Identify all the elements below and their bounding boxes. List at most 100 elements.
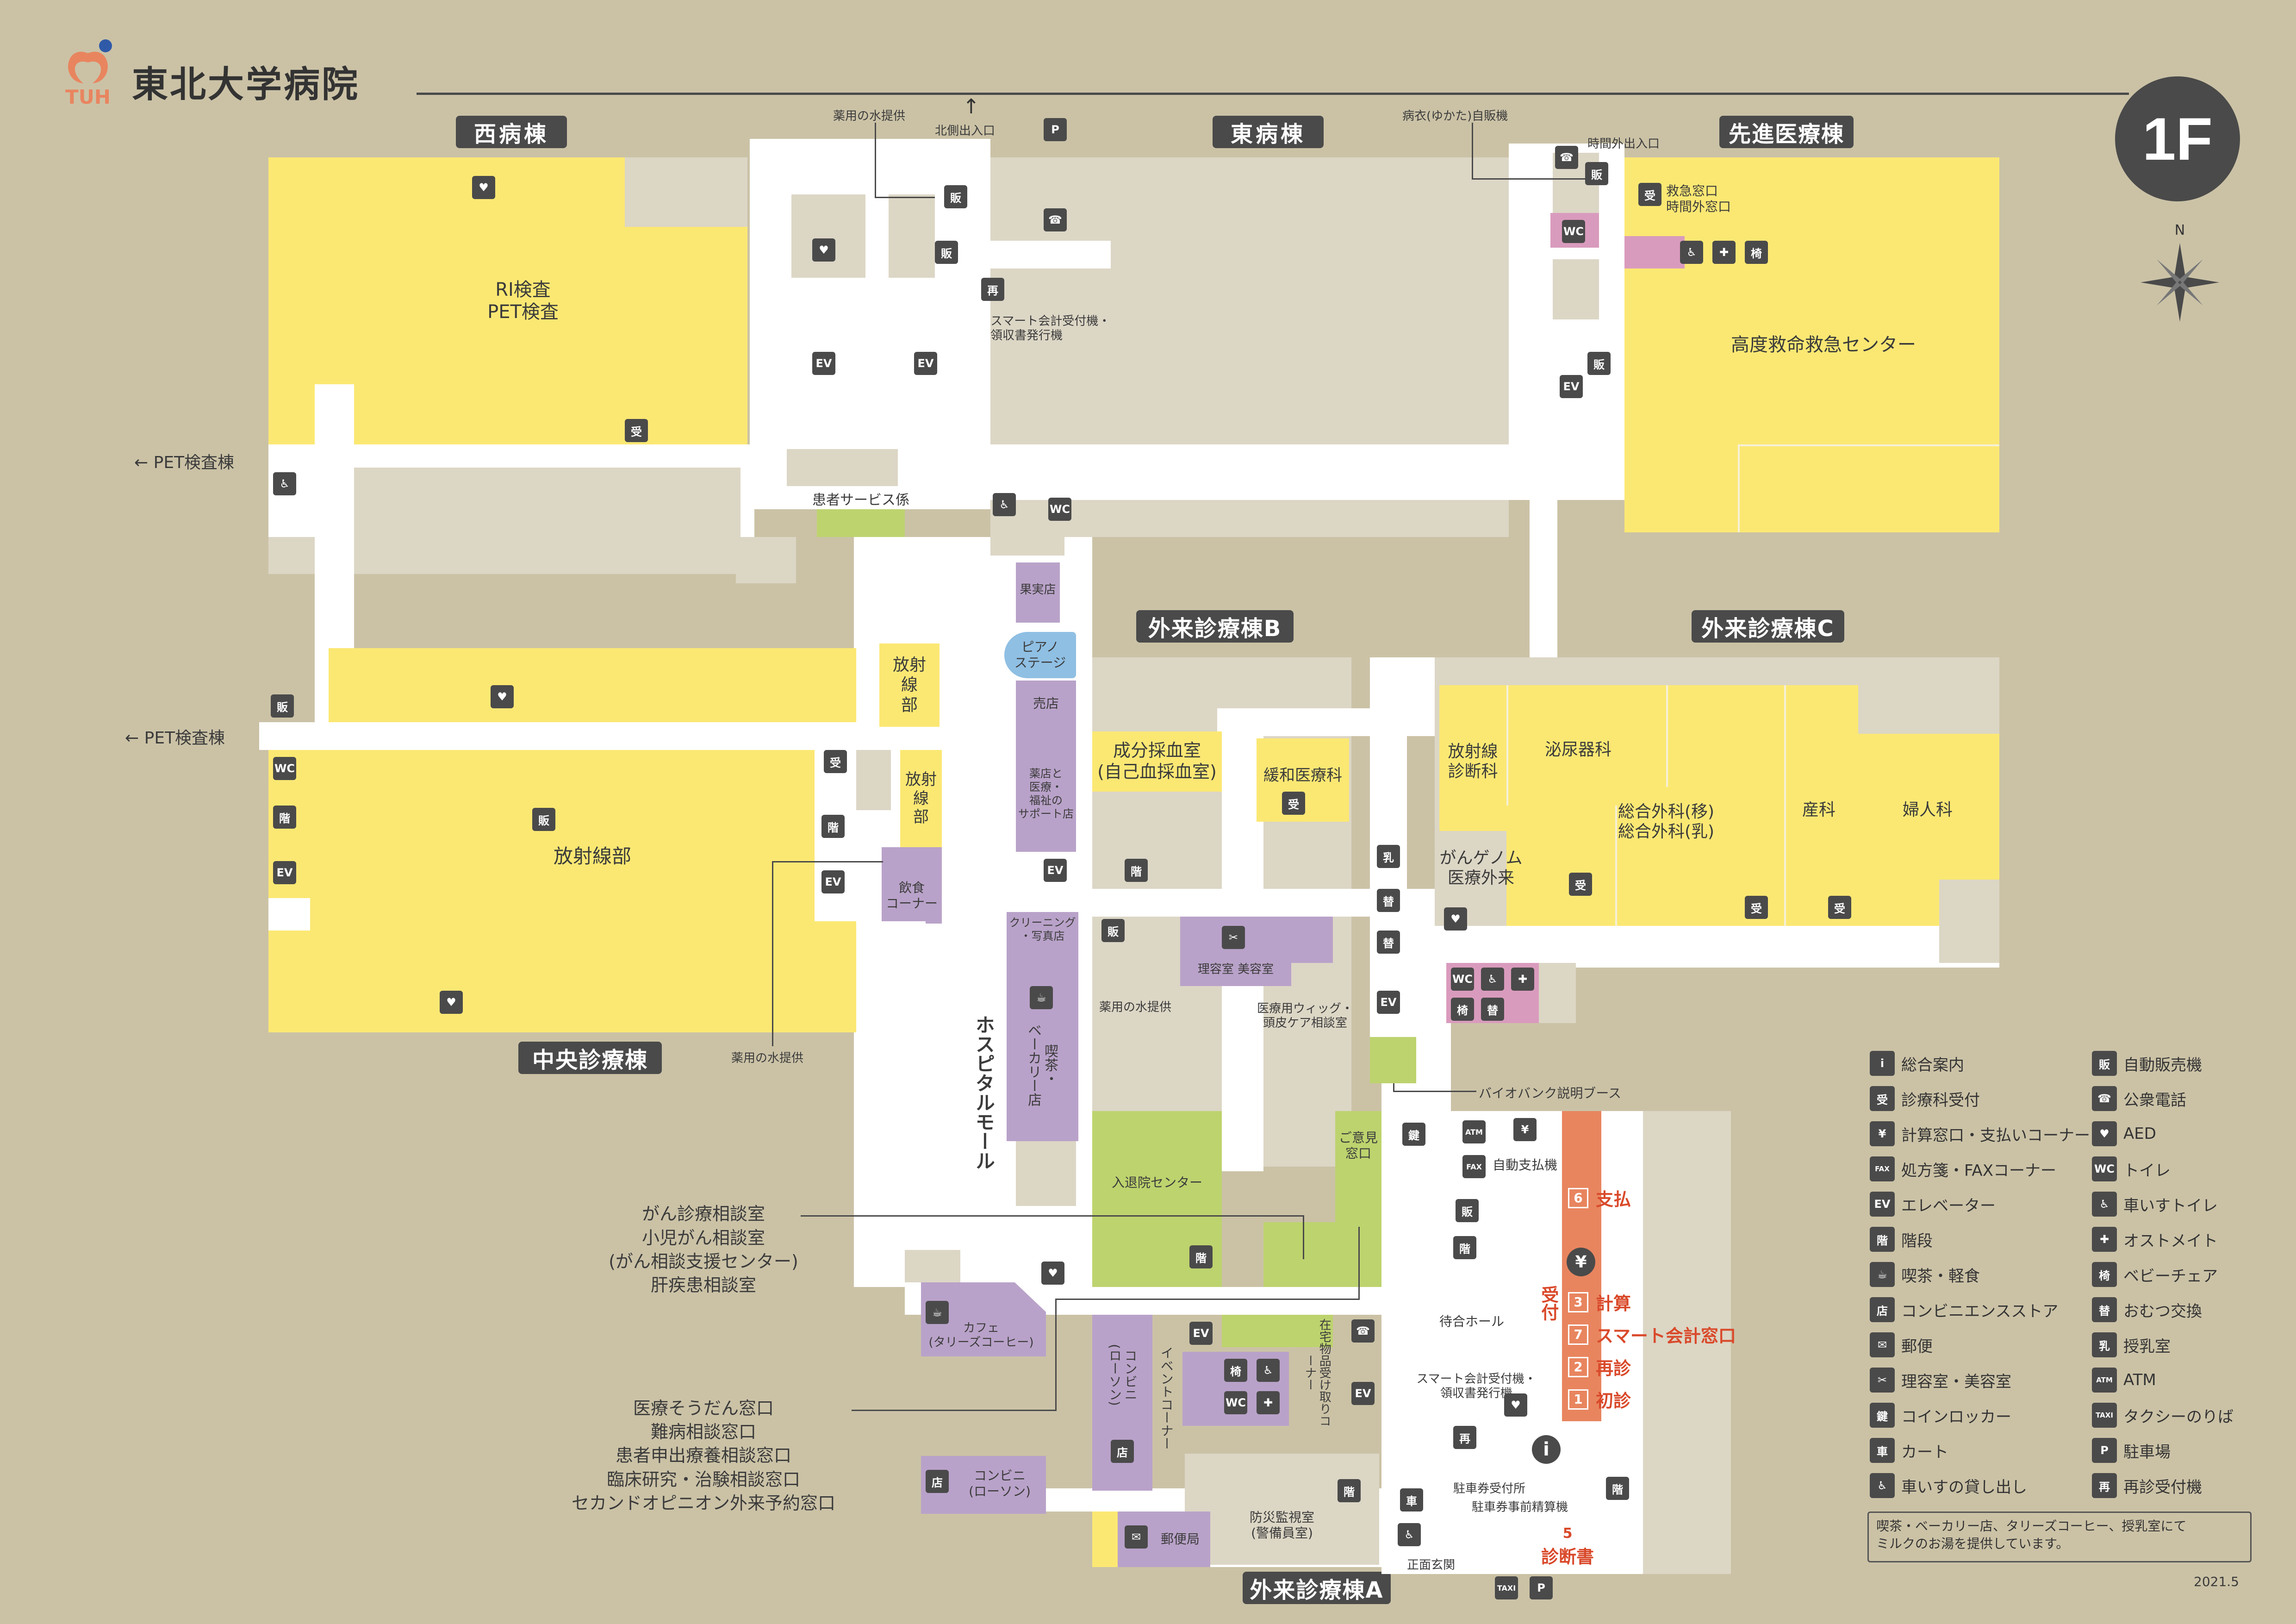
- aed-icon[interactable]: ♥: [472, 176, 495, 199]
- gynecology-label: 婦人科: [1902, 800, 1953, 820]
- vending-machine-icon[interactable]: 販: [271, 694, 294, 718]
- revisit-machine-icon[interactable]: 再: [1453, 1426, 1476, 1449]
- vending-machine-icon[interactable]: 販: [944, 185, 967, 208]
- restroom-icon[interactable]: WC: [1224, 1391, 1247, 1414]
- aed-icon[interactable]: ♥: [1041, 1262, 1064, 1285]
- convenience-store-icon[interactable]: 店: [1111, 1440, 1134, 1463]
- wheelchair-rental-icon[interactable]: ♿: [1398, 1523, 1421, 1546]
- stairs-icon[interactable]: 階: [821, 815, 845, 838]
- ostomate-icon[interactable]: ✚: [1257, 1391, 1280, 1414]
- elevator-icon[interactable]: EV: [812, 352, 835, 375]
- biobank-line: [1393, 1083, 1394, 1091]
- stairs-icon[interactable]: 階: [1453, 1236, 1476, 1259]
- legend-icon: P: [2092, 1438, 2117, 1463]
- wheelchair-toilet-icon[interactable]: ♿: [1680, 241, 1703, 264]
- elevator-icon[interactable]: EV: [1044, 859, 1067, 882]
- legend-label: 自動販売機: [2123, 1056, 2202, 1074]
- legend-icon: 替: [2092, 1297, 2117, 1322]
- elevator-icon[interactable]: EV: [914, 352, 937, 375]
- stairs-icon[interactable]: 階: [1125, 859, 1148, 882]
- restroom-icon[interactable]: WC: [1048, 498, 1071, 521]
- elevator-icon[interactable]: EV: [1560, 375, 1583, 398]
- stairs-icon[interactable]: 階: [1338, 1479, 1361, 1502]
- reception-icon[interactable]: 受: [1569, 873, 1592, 896]
- elevator-icon[interactable]: EV: [1377, 991, 1400, 1014]
- parking-icon[interactable]: P: [1044, 118, 1067, 141]
- elevator-icon[interactable]: EV: [273, 861, 296, 884]
- wheelchair-toilet-icon[interactable]: ♿: [993, 493, 1016, 516]
- cart-icon[interactable]: 車: [1400, 1488, 1423, 1512]
- vending-machine-icon[interactable]: 販: [1587, 352, 1611, 375]
- atm-icon[interactable]: ATM: [1462, 1120, 1486, 1143]
- reception-icon[interactable]: 受: [1282, 792, 1305, 815]
- cafe-icon[interactable]: ☕: [1030, 986, 1053, 1009]
- legend-icon: ☎: [2092, 1086, 2117, 1111]
- reception-icon[interactable]: 受: [1745, 896, 1768, 919]
- aed-icon[interactable]: ♥: [440, 991, 463, 1014]
- mall-column: [990, 537, 1064, 556]
- stairs-icon[interactable]: 階: [1606, 1477, 1629, 1500]
- wheelchair-toilet-icon[interactable]: ♿: [1257, 1359, 1280, 1382]
- wheelchair-toilet-icon[interactable]: ♿: [273, 472, 296, 495]
- vending-machine-icon[interactable]: 販: [935, 241, 958, 264]
- cafe-icon[interactable]: ☕: [926, 1301, 949, 1324]
- post-icon[interactable]: ✉: [1125, 1525, 1148, 1549]
- nursing-room-icon[interactable]: 乳: [1377, 845, 1400, 868]
- ostomate-icon[interactable]: ✚: [1511, 968, 1534, 991]
- baby-chair-icon[interactable]: 椅: [1224, 1359, 1247, 1382]
- room-ri-pet-upper: [625, 227, 747, 444]
- restroom-icon[interactable]: WC: [1451, 968, 1474, 991]
- yen-payment-icon[interactable]: ¥: [1513, 1118, 1537, 1141]
- stairs-icon[interactable]: 階: [273, 806, 296, 829]
- legend-label: トイレ: [2123, 1161, 2171, 1180]
- smart-pay-bottom-note: スマート会計受付機・ 領収書発行機: [1416, 1372, 1537, 1400]
- convenience-store-icon[interactable]: 店: [926, 1470, 949, 1493]
- phone-icon[interactable]: ☎: [1351, 1319, 1375, 1343]
- phone-icon[interactable]: ☎: [1555, 146, 1578, 169]
- aed-icon[interactable]: ♥: [812, 238, 835, 262]
- wheelchair-toilet-icon[interactable]: ♿: [1481, 968, 1504, 991]
- diaper-change-icon[interactable]: 替: [1377, 889, 1400, 912]
- elevator-icon[interactable]: EV: [1351, 1382, 1375, 1405]
- aed-icon[interactable]: ♥: [1444, 907, 1467, 931]
- aed-icon[interactable]: ♥: [1504, 1393, 1527, 1417]
- reception-icon[interactable]: 受: [1638, 183, 1661, 206]
- ostomate-icon[interactable]: ✚: [1712, 241, 1736, 264]
- stairs-icon[interactable]: 階: [1189, 1245, 1213, 1268]
- diaper-change-icon[interactable]: 替: [1481, 998, 1504, 1021]
- fax-icon[interactable]: FAX: [1462, 1155, 1486, 1178]
- coin-locker-icon[interactable]: 鍵: [1402, 1123, 1425, 1146]
- reception-icon[interactable]: 受: [824, 750, 847, 773]
- aed-icon[interactable]: ♥: [491, 685, 514, 708]
- vending-machine-icon[interactable]: 販: [1585, 162, 1608, 185]
- reception-icon[interactable]: 受: [625, 419, 648, 442]
- legend-icon: ATM: [2092, 1368, 2117, 1393]
- phone-icon[interactable]: ☎: [1044, 208, 1067, 231]
- diaper-change-icon[interactable]: 替: [1377, 931, 1400, 954]
- vending-machine-icon[interactable]: 販: [1101, 919, 1125, 942]
- restroom-icon[interactable]: WC: [273, 757, 296, 780]
- vending-machine-icon[interactable]: 販: [532, 808, 555, 831]
- radiology-strip-1-label: 放射 線 部: [892, 656, 926, 715]
- vending-machine-icon[interactable]: 販: [1456, 1199, 1479, 1222]
- baby-chair-icon[interactable]: 椅: [1745, 241, 1768, 264]
- baby-chair-icon[interactable]: 椅: [1451, 998, 1474, 1021]
- restroom-icon[interactable]: WC: [1562, 220, 1585, 243]
- elevator-icon[interactable]: EV: [821, 870, 845, 893]
- parking-icon[interactable]: P: [1530, 1576, 1553, 1599]
- legend-label: 公衆電話: [2123, 1091, 2186, 1110]
- reception-icon[interactable]: 受: [1828, 896, 1851, 919]
- elevator-icon[interactable]: EV: [1189, 1322, 1213, 1345]
- info-icon[interactable]: i: [1532, 1435, 1561, 1464]
- barber-icon[interactable]: ✂: [1222, 926, 1245, 949]
- taxi-icon[interactable]: TAXI: [1495, 1576, 1518, 1599]
- cleaning-shop-label: クリーニング ・写真店: [1009, 916, 1076, 943]
- counter-label: スマート会計窓口: [1596, 1326, 1736, 1346]
- revisit-machine-icon[interactable]: 再: [981, 278, 1004, 301]
